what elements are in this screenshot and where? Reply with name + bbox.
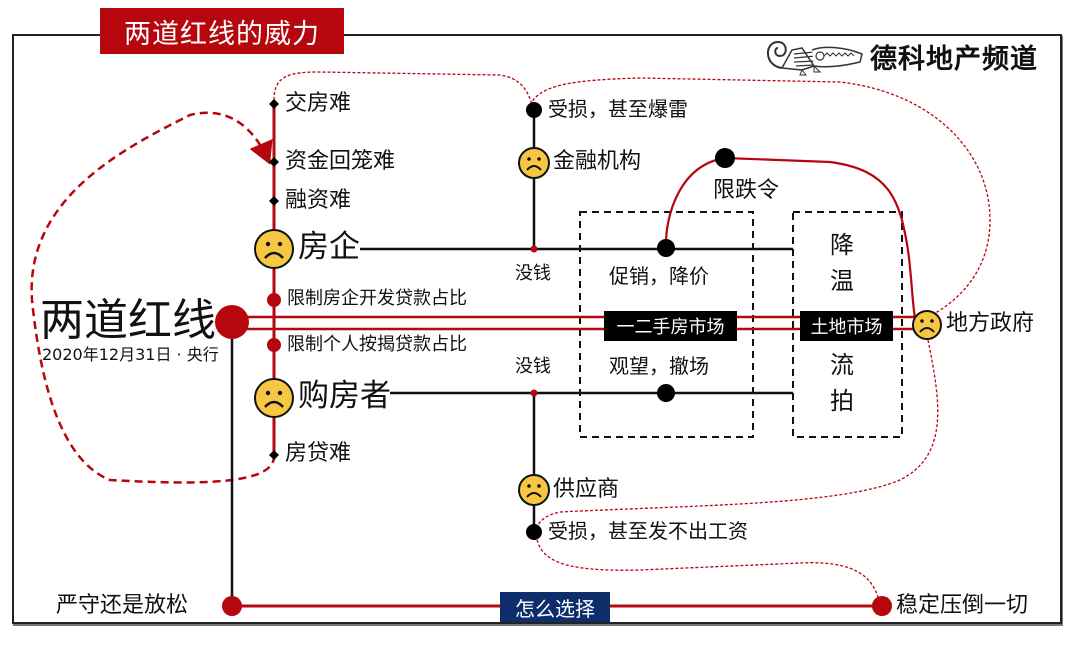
- sad-face-icon: [518, 474, 550, 506]
- sad-face-icon: [912, 310, 942, 340]
- land-market-bottom-2: 拍: [830, 387, 854, 415]
- policy-buyer: 限制个人按揭贷款占比: [287, 334, 467, 355]
- dotted-link-gov-bottom: [535, 339, 939, 531]
- local-gov-label: 地方政府: [946, 311, 1035, 336]
- origin-title: 两道红线: [40, 295, 216, 346]
- finance-impact: 受损，甚至爆雷: [548, 97, 688, 121]
- housing-market-tag: 一二手房市场: [604, 311, 737, 341]
- policy-dot: [267, 293, 281, 307]
- finance-label: 金融机构: [553, 149, 642, 174]
- sad-face-icon: [254, 229, 294, 269]
- price-limit-label: 限跌令: [713, 178, 780, 203]
- policy-dot: [267, 338, 281, 352]
- choice-center-label: 怎么选择: [500, 592, 610, 622]
- land-market-tag: 土地市场: [800, 311, 893, 341]
- price-limit-line: [664, 156, 917, 319]
- diamond-marker: [269, 450, 279, 460]
- buyer-label: 购房者: [298, 378, 391, 414]
- developer-effect: 没钱: [515, 263, 551, 284]
- finance-impact-dot: [526, 102, 542, 118]
- problem-financing: 融资难: [285, 188, 352, 213]
- brand: 德科地产频道: [762, 36, 1038, 76]
- diagram-frame: [12, 34, 1062, 624]
- supplier-impact-dot: [526, 524, 542, 540]
- price-limit-dot: [715, 148, 735, 168]
- land-market-top-1: 降: [830, 231, 854, 259]
- policy-developer: 限制房企开发贷款占比: [287, 288, 467, 309]
- housing-market-top: 促销，降价: [609, 264, 709, 288]
- problem-mortgage: 房贷难: [285, 441, 352, 466]
- housing-market-box: [579, 211, 754, 438]
- diamond-marker: [269, 157, 279, 167]
- choice-right-dot: [872, 596, 892, 616]
- origin-dot: [215, 305, 249, 339]
- dotted-link-gov-top: [529, 77, 991, 317]
- diamond-marker: [269, 99, 279, 109]
- feedback-loop-left: [30, 111, 276, 484]
- page-title: 两道红线的威力: [100, 8, 344, 54]
- promotion-dot: [657, 239, 675, 257]
- origin-subtitle: 2020年12月31日 · 央行: [42, 345, 219, 364]
- supplier-label: 供应商: [553, 477, 620, 502]
- dotted-link-finance: [273, 71, 533, 106]
- problem-delivery: 交房难: [285, 91, 352, 116]
- brand-name: 德科地产频道: [870, 43, 1038, 75]
- developer-label: 房企: [298, 229, 360, 265]
- choice-left-dot: [222, 596, 242, 616]
- junction-dot: [530, 389, 538, 397]
- crocodile-logo-icon: [767, 40, 863, 76]
- housing-market-bottom: 观望，撤场: [609, 354, 709, 378]
- sad-face-icon: [518, 147, 550, 179]
- choice-left-label: 严守还是放松: [56, 593, 189, 618]
- supplier-impact: 受损，甚至发不出工资: [548, 519, 748, 543]
- dotted-link-stability: [535, 534, 881, 606]
- buyer-effect: 没钱: [515, 356, 551, 377]
- diamond-marker: [269, 196, 279, 206]
- junction-dot: [530, 245, 538, 253]
- problem-cashflow: 资金回笼难: [285, 149, 396, 174]
- choice-right-label: 稳定压倒一切: [896, 593, 1029, 618]
- land-market-box: [792, 211, 903, 438]
- sad-face-icon: [254, 378, 294, 418]
- land-market-top-2: 温: [830, 267, 854, 295]
- land-market-bottom-1: 流: [830, 351, 854, 379]
- wait-dot: [657, 384, 675, 402]
